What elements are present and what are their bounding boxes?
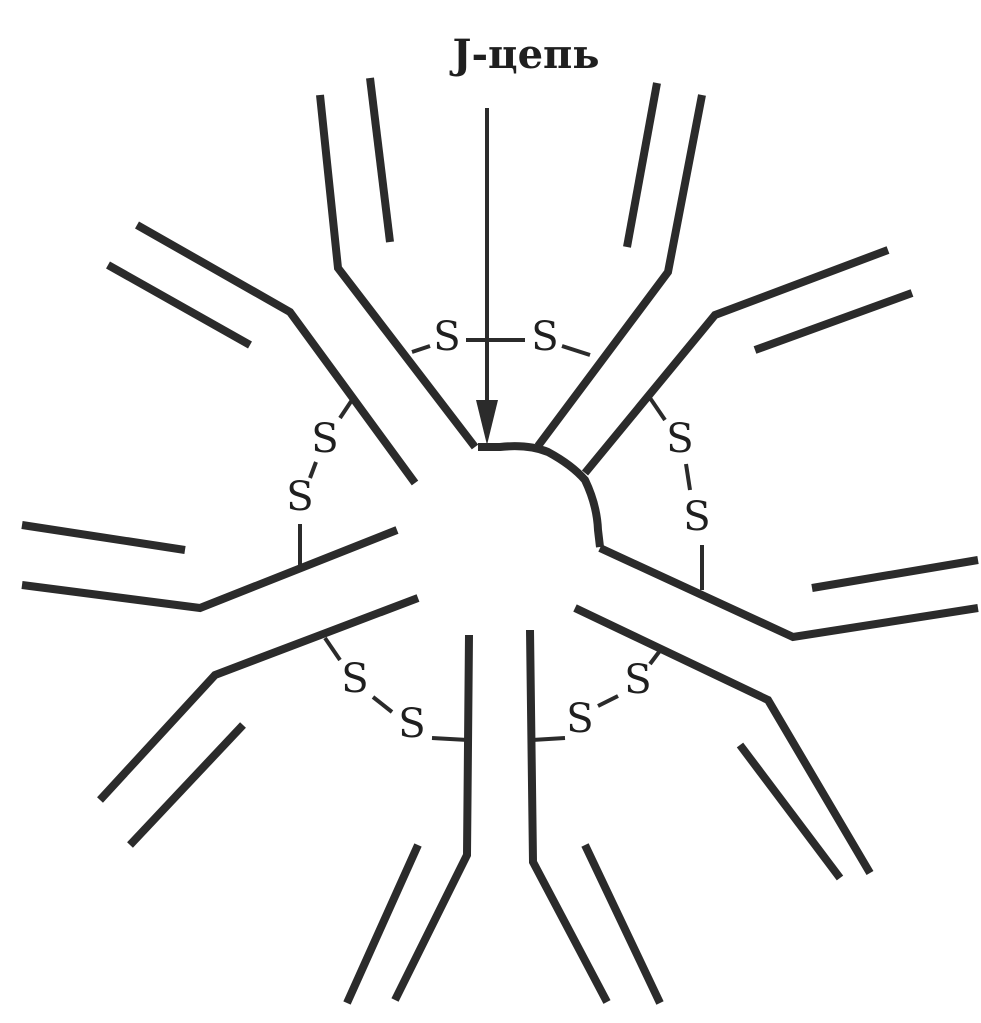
j-chain-label: J-цепь: [450, 31, 600, 78]
svg-text:S: S: [683, 494, 710, 540]
disulfide-bond-lower-right: S S: [532, 648, 662, 742]
disulfide-bond-right: S S: [650, 398, 711, 590]
svg-text:S: S: [341, 656, 368, 702]
disulfide-bond-top: S S: [412, 314, 590, 360]
monomer-lower-left: [100, 598, 469, 1003]
monomer-lower-right: [530, 608, 870, 1003]
svg-text:S: S: [566, 696, 593, 742]
j-chain-arc: [478, 446, 600, 547]
svg-text:S: S: [531, 314, 558, 360]
monomer-upper-left: [22, 225, 415, 608]
svg-text:S: S: [311, 416, 338, 462]
j-chain-arrow: [476, 108, 498, 445]
disulfide-bond-lower-left: S S: [325, 638, 468, 747]
svg-text:S: S: [286, 474, 313, 520]
monomer-top: [320, 78, 702, 447]
svg-text:S: S: [624, 657, 651, 703]
svg-text:S: S: [666, 416, 693, 462]
svg-text:S: S: [398, 701, 425, 747]
svg-text:S: S: [433, 314, 460, 360]
disulfide-bond-left: S S: [286, 400, 352, 570]
